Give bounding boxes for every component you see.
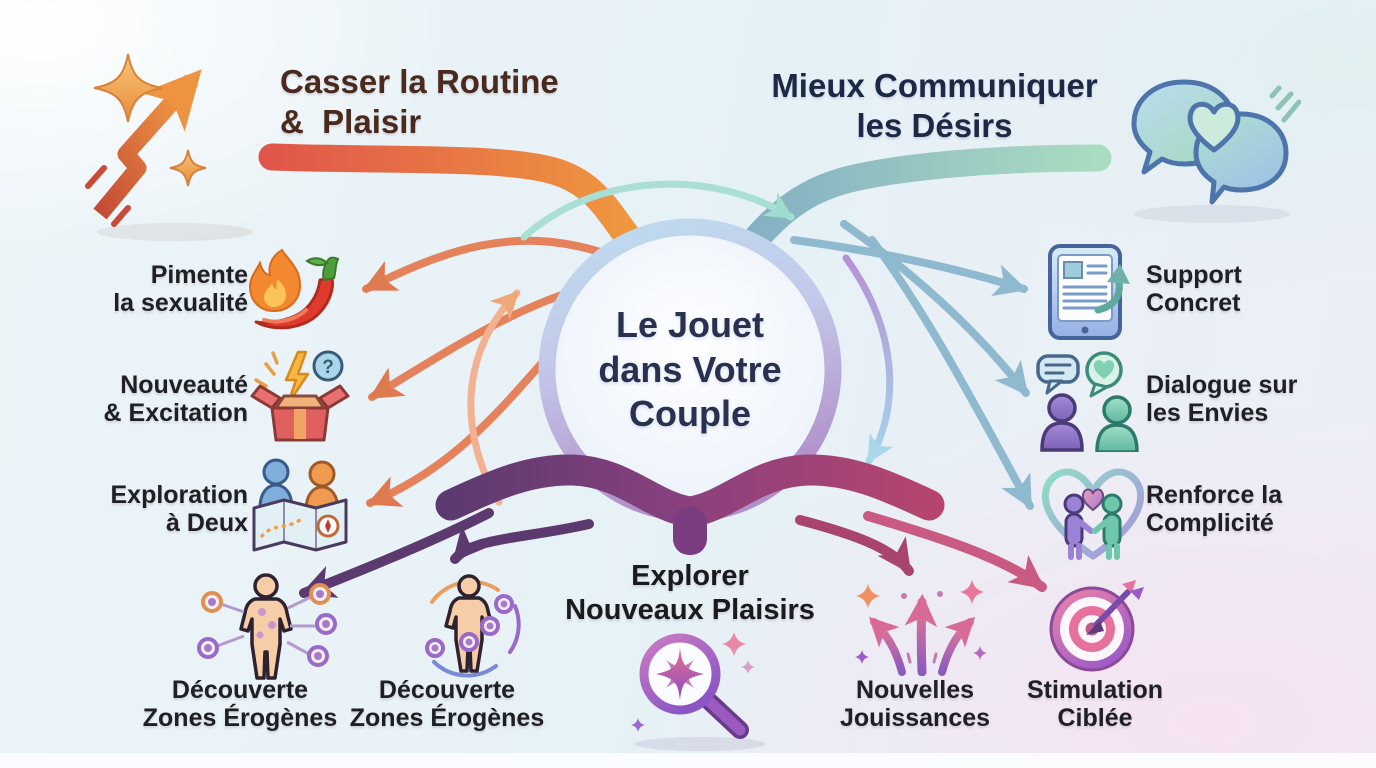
body-zones-cycle-icon: [425, 574, 521, 678]
benefit-line: Découverte: [171, 676, 309, 704]
left-item-icon-wrap: [246, 456, 354, 556]
benefit-label-pimente: Pimente la sexualité: [28, 261, 248, 318]
routine-branch-band: [258, 143, 664, 279]
explore-branch-title: Explorer Nouveaux Plaisirs: [520, 560, 860, 628]
benefit-label-complicite: Renforce la Complicité: [1146, 481, 1366, 538]
benefit-label-support: Support Concret: [1146, 261, 1366, 318]
center-title-line3: Couple: [629, 393, 751, 435]
center-title-line1: Le Jouet: [615, 304, 765, 345]
left-item-icon-wrap: ?: [246, 346, 354, 448]
right-item-icon-wrap: [1038, 458, 1148, 566]
benefit-label-dialogue: Dialogue sur les Envies: [1146, 371, 1366, 428]
benefit-label-exploration: Exploration à Deux: [28, 481, 248, 538]
rising-arrow-sparkles-icon: [85, 53, 207, 227]
explore-benefit-arrows: [299, 508, 1047, 598]
svg-text:?: ?: [322, 357, 334, 378]
right-item-icon-wrap: [1032, 350, 1147, 452]
benefit-label-zones-2: Découverte Zones Érogènes: [312, 676, 582, 733]
benefit-line: Découverte: [378, 676, 516, 704]
center-title-line2: dans Votre: [598, 348, 782, 390]
bottom-margin-strip: [0, 753, 1376, 768]
communication-title-line1: Mieux Communiquer: [771, 67, 1098, 104]
benefit-line: à Deux: [166, 509, 248, 538]
benefit-line: Stimulation: [1026, 676, 1164, 704]
benefit-line: & Excitation: [103, 399, 248, 428]
routine-branch-title: Casser la Routine & Plaisir: [280, 62, 620, 141]
surprise-box-icon: ?: [250, 350, 350, 442]
benefit-line: Support: [1146, 261, 1242, 289]
target-dart-icon: [1049, 580, 1144, 672]
explore-title-line2: Nouveaux Plaisirs: [565, 593, 815, 626]
benefit-line: Pimente: [150, 261, 248, 289]
benefit-line: Renforce la: [1146, 481, 1283, 509]
explore-title-line1: Explorer: [631, 560, 749, 592]
routine-title-line1: Casser la Routine: [280, 63, 559, 100]
benefit-line: Concret: [1146, 289, 1241, 318]
communication-branch-band: [722, 144, 1112, 276]
dialogue-people-icon: [1036, 351, 1139, 452]
bottom-item-icon-wrap: [402, 574, 537, 679]
benefit-label-jouissances: Nouvelles Jouissances: [780, 676, 1050, 733]
routine-branch-icon-wrap: [80, 46, 255, 231]
body-zones-map-icon: [197, 573, 337, 680]
benefit-line: Nouvelles: [855, 676, 975, 704]
benefit-line: Complicité: [1146, 509, 1274, 538]
couple-map-icon: [252, 458, 348, 552]
benefit-line: Dialogue sur: [1146, 371, 1298, 399]
bottom-item-icon-wrap: [1042, 576, 1147, 676]
bottom-item-icon-wrap: [852, 576, 992, 676]
benefit-line: la sexualité: [113, 289, 248, 318]
communication-title-line2: les Désirs: [856, 106, 1013, 144]
magnifier-sparkle-icon: [631, 632, 755, 739]
benefit-label-stimulation: Stimulation Ciblée: [960, 676, 1230, 733]
communication-branch-icon-wrap: [1126, 64, 1301, 214]
tablet-guide-icon: [1048, 244, 1130, 340]
benefit-line: Jouissances: [839, 704, 991, 733]
benefit-label-zones-1: Découverte Zones Érogènes: [105, 676, 375, 733]
explore-branch-knob: [673, 507, 707, 555]
explore-branch-icon-wrap: [624, 626, 764, 746]
benefit-label-nouveaute: Nouveauté & Excitation: [28, 371, 248, 428]
left-item-icon-wrap: [244, 244, 344, 336]
benefit-line: les Envies: [1146, 399, 1269, 428]
benefit-line: Nouveauté: [120, 371, 248, 399]
bottom-item-icon-wrap: [192, 572, 340, 684]
right-item-icon-wrap: [1044, 242, 1139, 344]
benefit-line: Ciblée: [1057, 704, 1133, 733]
benefit-line: Zones Érogènes: [349, 704, 545, 733]
chili-flame-icon: [248, 248, 340, 330]
communication-benefit-arrows: [790, 220, 1034, 510]
benefit-line: Exploration: [110, 481, 248, 509]
chat-bubbles-heart-icon: [1131, 79, 1301, 205]
couple-hands-heart-icon: [1041, 468, 1145, 560]
communication-branch-title: Mieux Communiquer les Désirs: [742, 66, 1127, 145]
routine-title-line2: & Plaisir: [280, 102, 422, 140]
benefit-line: Zones Érogènes: [142, 704, 338, 733]
fireworks-arrows-icon: [855, 580, 987, 676]
center-node-title: Le Jouet dans Votre Couple: [555, 303, 825, 437]
